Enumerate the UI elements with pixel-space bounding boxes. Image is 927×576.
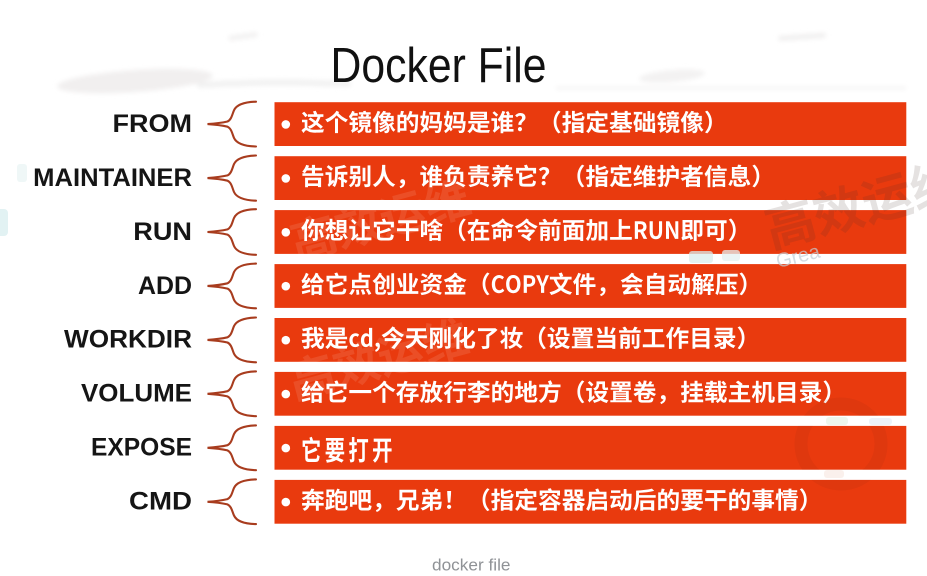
svg-text:CMD: CMD xyxy=(129,488,192,516)
svg-text:FROM: FROM xyxy=(113,110,193,138)
svg-text:docker file: docker file xyxy=(432,555,511,574)
svg-text:MAINTAINER: MAINTAINER xyxy=(33,164,192,192)
svg-text:WORKDIR: WORKDIR xyxy=(64,326,192,354)
svg-text:ADD: ADD xyxy=(138,272,192,300)
svg-text:Docker File: Docker File xyxy=(331,39,547,93)
svg-text:RUN: RUN xyxy=(133,218,192,246)
svg-text:EXPOSE: EXPOSE xyxy=(91,434,192,462)
svg-text:VOLUME: VOLUME xyxy=(81,380,192,408)
